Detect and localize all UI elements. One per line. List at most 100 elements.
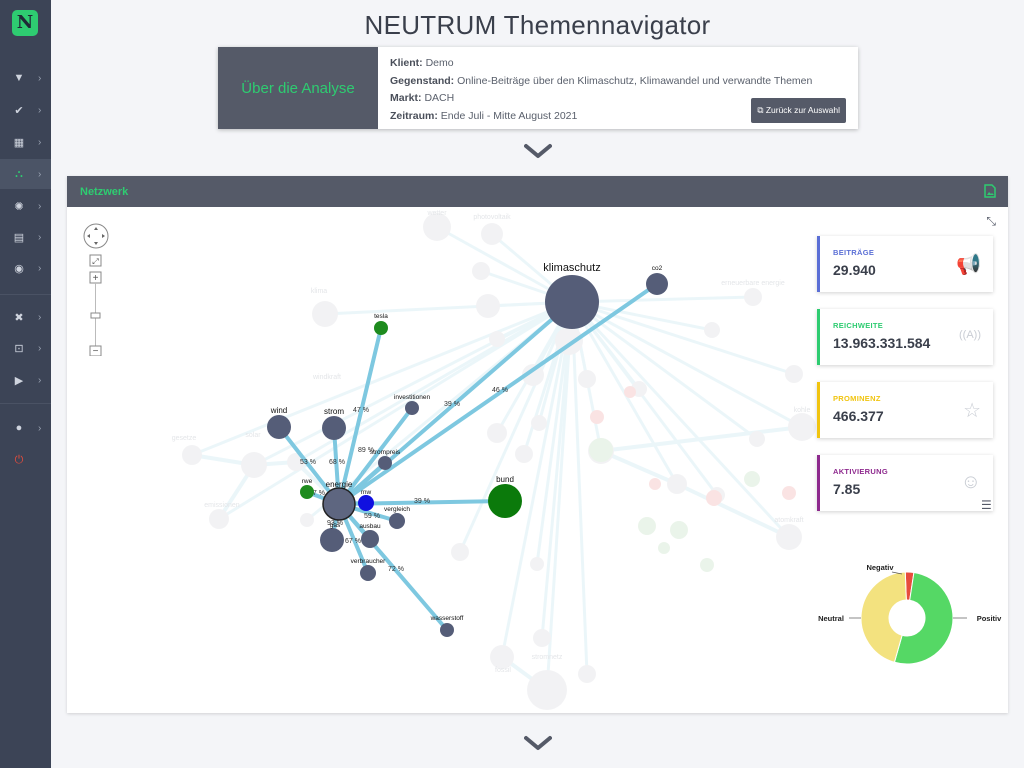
check-icon: ✔ (14, 104, 24, 117)
faded-node (749, 431, 765, 447)
sidebar-item-lock[interactable]: ⊡› (0, 333, 51, 363)
sidebar-item-user[interactable]: ●› (0, 413, 51, 443)
stat-label: REICHWEITE (833, 321, 884, 330)
sidebar-item-eye[interactable]: ◉› (0, 253, 51, 283)
faded-node-label: atomkraft (774, 517, 803, 524)
node-wasserstoff[interactable] (440, 623, 454, 637)
node-gas[interactable] (320, 528, 344, 552)
sidebar: N ▼›✔›▦›⛬›✺›▤›◉›✖›⊡›▶›●›⏻ (0, 0, 51, 768)
faded-node (515, 445, 533, 463)
faded-node (590, 410, 604, 424)
faded-edge (600, 425, 803, 453)
image-export-icon[interactable] (984, 184, 996, 198)
slice-positive[interactable] (893, 571, 954, 665)
scroll-down-chevron-icon-bottom[interactable] (524, 735, 552, 751)
edge-label: 39 % (444, 401, 460, 408)
edge-co2[interactable] (337, 282, 659, 506)
power-icon: ⏻ (14, 453, 24, 466)
sidebar-divider (0, 294, 51, 295)
back-to-selection-button[interactable]: ⧉ Zurück zur Auswahl (751, 97, 846, 123)
faded-node (578, 370, 596, 388)
stat-value: 7.85 (833, 481, 861, 497)
edge-label: 47 % (353, 407, 369, 414)
node-co2[interactable] (646, 273, 668, 295)
panel-title: Netzwerk (80, 185, 129, 198)
node-bund[interactable] (488, 484, 522, 518)
sidebar-item-network[interactable]: ⛬› (0, 159, 51, 189)
node-label-klimaschutz: klimaschutz (543, 262, 600, 274)
node-label-stromspreis: strompreis (370, 449, 401, 456)
sidebar-item-check[interactable]: ✔› (0, 95, 51, 125)
svg-text:−: − (93, 346, 99, 356)
node-label-wasserstoff: wasserstoff (430, 615, 464, 622)
faded-edge (571, 300, 795, 376)
node-verbraucher[interactable] (360, 565, 376, 581)
sidebar-item-id-card[interactable]: ▤› (0, 222, 51, 252)
node-label-bund: bund (496, 475, 514, 484)
node-stromspreis[interactable] (378, 456, 392, 470)
sidebar-item-calculator[interactable]: ▦› (0, 127, 51, 157)
node-rnw[interactable] (358, 495, 374, 511)
faded-node (788, 413, 816, 441)
slice-neutral[interactable] (860, 571, 907, 663)
network-graph[interactable]: wetterklimawindkraftphotovoltaiksolarges… (67, 207, 1008, 713)
sidebar-item-filter[interactable]: ▼› (0, 63, 51, 93)
sidebar-item-tools[interactable]: ✖› (0, 302, 51, 332)
faded-node (624, 386, 636, 398)
node-energie[interactable] (322, 487, 356, 521)
id-card-icon: ▤ (13, 231, 25, 244)
sidebar-divider (0, 403, 51, 404)
chevron-right-icon: › (38, 311, 42, 323)
faded-edge (570, 301, 589, 675)
lightbulb-icon: ✺ (14, 200, 24, 213)
node-label-tesla: tesla (374, 313, 388, 320)
zoom-extent-button[interactable] (89, 254, 102, 267)
node-vergleich[interactable] (389, 513, 405, 529)
stat-label: BEITRÄGE (833, 248, 875, 257)
edge-label: 89 % (358, 447, 374, 454)
external-link-icon: ⧉ (757, 104, 764, 115)
faded-node (481, 223, 503, 245)
chart-menu-icon[interactable]: ☰ (981, 498, 992, 512)
edge-wasserstoff[interactable] (337, 502, 449, 632)
scroll-down-chevron-icon[interactable] (524, 143, 552, 159)
faded-node (487, 423, 507, 443)
faded-edge (570, 300, 791, 539)
chevron-right-icon: › (38, 104, 42, 116)
faded-node (589, 438, 613, 462)
edge-investitionen[interactable] (337, 406, 414, 506)
faded-node (533, 629, 551, 647)
node-ausbau[interactable] (361, 530, 379, 548)
node-wind[interactable] (267, 415, 291, 439)
faded-node (578, 665, 596, 683)
edge-label: 59 % (364, 513, 380, 520)
edge-label: 93 % (327, 520, 343, 527)
node-strom[interactable] (322, 416, 346, 440)
node-label-co2: co2 (652, 265, 663, 272)
node-rwe[interactable] (300, 485, 314, 499)
neutrum-logo[interactable]: N (12, 10, 38, 36)
fullscreen-icon[interactable]: ⤡ (986, 214, 996, 228)
pan-control[interactable] (83, 223, 109, 249)
period-row: Zeitraum: Ende Juli - Mitte August 2021 (390, 109, 578, 122)
node-tesla[interactable] (374, 321, 388, 335)
star-icon: ☆ (963, 400, 981, 422)
faded-node-label: windkraft (312, 374, 341, 381)
node-klimaschutz[interactable] (545, 275, 599, 329)
stat-label: AKTIVIERUNG (833, 467, 888, 476)
node-label-gas: gas (330, 522, 341, 529)
zoom-slider-handle[interactable] (90, 312, 101, 319)
sidebar-item-play[interactable]: ▶› (0, 365, 51, 395)
stat-value: 466.377 (833, 408, 884, 424)
node-investitionen[interactable] (405, 401, 419, 415)
node-label-rwe: rwe (302, 478, 313, 485)
faded-node (489, 331, 505, 347)
sidebar-item-lightbulb[interactable]: ✺› (0, 191, 51, 221)
sidebar-item-power[interactable]: ⏻ (0, 445, 51, 475)
node-label-verbraucher: verbraucher (351, 558, 387, 565)
stat-value: 13.963.331.584 (833, 335, 931, 351)
edge-tesla[interactable] (337, 326, 383, 506)
